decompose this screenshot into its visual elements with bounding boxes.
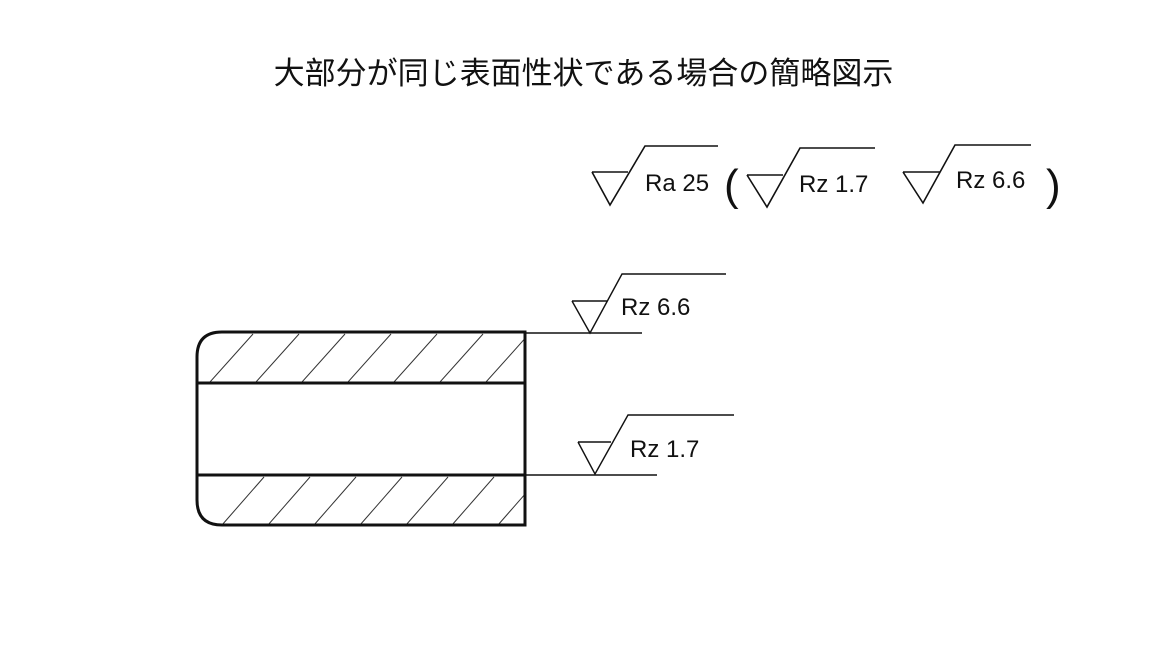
hatch-line xyxy=(451,476,495,526)
legend-general-label: Ra 25 xyxy=(645,170,709,197)
hatch-line xyxy=(209,333,254,383)
hatch-line xyxy=(267,476,311,526)
hatch-line xyxy=(485,338,526,383)
hatch-line xyxy=(313,476,357,526)
outer-surface-callout-label: Rz 6.6 xyxy=(621,294,690,321)
hatch-line xyxy=(301,333,346,383)
legend-exception-label-1: Rz 1.7 xyxy=(799,171,868,198)
hatch-line xyxy=(359,476,403,526)
legend-exception-symbol-1 xyxy=(746,147,875,209)
bore-surface-callout-symbol xyxy=(525,414,734,476)
legend-general-symbol xyxy=(591,145,718,207)
part-outline xyxy=(195,330,527,527)
legend-exception-label-2: Rz 6.6 xyxy=(956,167,1025,194)
hatch-line xyxy=(221,476,265,526)
hatching xyxy=(209,333,526,526)
diagram-title: 大部分が同じ表面性状である場合の簡略図示 xyxy=(273,56,894,92)
hatch-line xyxy=(405,476,449,526)
legend-exception-symbol-2 xyxy=(902,144,1031,205)
hatch-line xyxy=(393,333,438,383)
hatch-line xyxy=(347,333,392,383)
legend-close-paren: ) xyxy=(1046,161,1061,210)
hatch-line xyxy=(255,333,300,383)
hatch-line xyxy=(439,333,484,383)
hatch-line xyxy=(497,494,525,526)
legend-open-paren: ( xyxy=(724,161,739,210)
outer-surface-callout-symbol xyxy=(525,273,726,335)
bore-surface-callout-label: Rz 1.7 xyxy=(630,436,699,463)
